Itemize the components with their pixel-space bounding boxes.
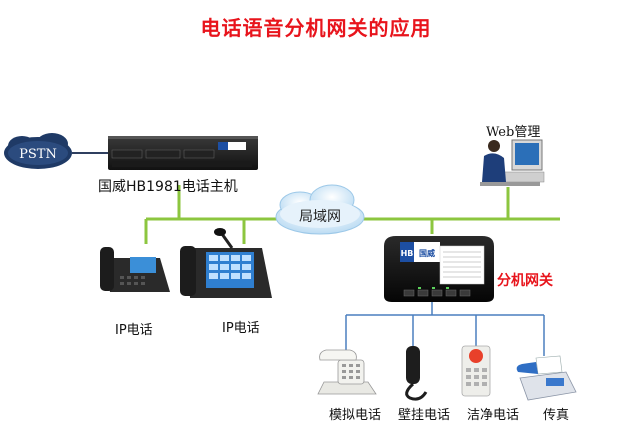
- ip-phone-1-icon: [100, 247, 170, 292]
- web-label: Web管理: [486, 125, 541, 140]
- web-pc-icon: [480, 139, 545, 186]
- lan-cloud: [275, 184, 365, 235]
- gateway-icon: [384, 236, 494, 302]
- analog-phone-icon: [317, 349, 377, 395]
- fax-label: 传真: [543, 408, 570, 423]
- ip-phone-1-label: IP电话: [115, 323, 153, 338]
- pstn-label: PSTN: [19, 147, 57, 162]
- fax-icon: [516, 355, 577, 401]
- clean-phone-icon: [461, 345, 491, 397]
- analog-lines: [345, 300, 545, 356]
- analog-phone-label: 模拟电话: [329, 408, 382, 423]
- host-rack-icon: [108, 136, 258, 170]
- gateway-brand-name: 国威: [419, 248, 435, 258]
- pstn-cloud: [4, 133, 72, 169]
- wall-phone-label: 壁挂电话: [398, 408, 451, 423]
- wall-phone-icon: [405, 346, 428, 401]
- diagram-title: 电话语音分机网关的应用: [200, 16, 432, 40]
- ip-phone-2-icon: [180, 228, 272, 298]
- host-label: 国威HB1981电话主机: [98, 179, 238, 195]
- lan-label: 局域网: [299, 209, 341, 225]
- ip-phone-2-label: IP电话: [222, 321, 260, 336]
- gateway-brand-badge: HB: [401, 249, 414, 258]
- gateway-label: 分机网关: [497, 273, 553, 289]
- clean-phone-label: 洁净电话: [467, 408, 520, 423]
